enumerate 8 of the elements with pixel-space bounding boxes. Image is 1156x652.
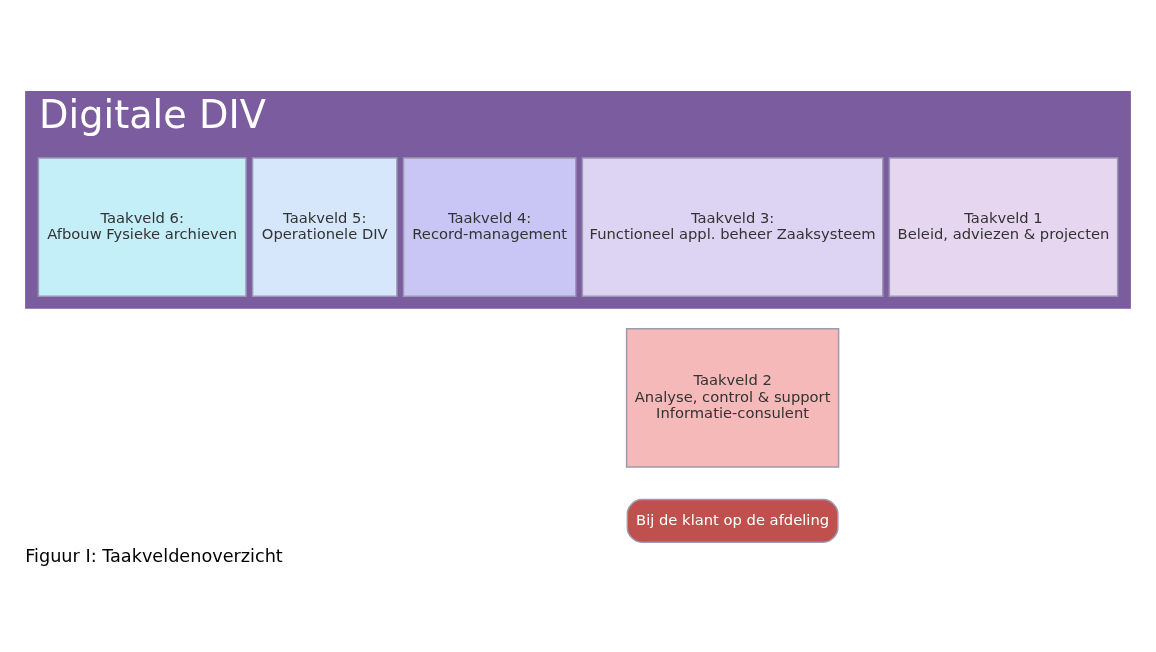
node-box: Taakveld 5: Operationele DIV [251,156,398,297]
node-box: Taakveld 2 Analyse, control & support Informatie-consulent [625,327,840,468]
node-box: Taakveld 3: Functioneel appl. beheer Zaaksysteem [581,156,884,297]
node-box: Taakveld 6: Afbouw Fysieke archieven [37,156,247,297]
node-box: Bij de klant op de afdeling [626,498,839,543]
caption: Figuur I: Taakveldenoverzicht [25,545,283,566]
node-box: Taakveld 4: Record-management [402,156,577,297]
node-box: Taakveld 1 Beleid, adviezen & projecten [888,156,1119,297]
